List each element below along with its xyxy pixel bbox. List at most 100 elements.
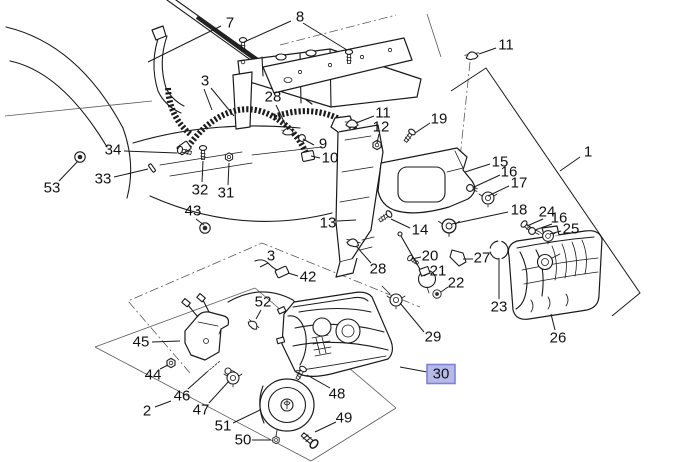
leader-line-43 <box>195 218 205 226</box>
part-label-32[interactable]: 32 <box>192 182 209 199</box>
part-label-23[interactable]: 23 <box>491 299 508 316</box>
leader-line-11 <box>478 47 497 55</box>
splash-shield <box>377 147 476 214</box>
leader-line-49 <box>314 421 337 433</box>
part-label-22[interactable]: 22 <box>448 275 465 292</box>
leader-line-3 <box>210 87 235 117</box>
part-label-46[interactable]: 46 <box>174 388 191 405</box>
leader-line-53 <box>58 160 79 182</box>
socket-18 <box>438 218 460 237</box>
part-label-21[interactable]: 21 <box>430 263 447 280</box>
leader-line-16 <box>534 223 553 231</box>
part-label-29[interactable]: 29 <box>425 329 442 346</box>
part-label-15[interactable]: 15 <box>492 154 509 171</box>
headlamp-assembly-30 <box>276 291 394 377</box>
part-label-3[interactable]: 3 <box>201 73 209 90</box>
part-label-10[interactable]: 10 <box>322 150 339 167</box>
nut-50 <box>272 435 280 445</box>
grommet-43 <box>199 222 211 234</box>
part-label-49[interactable]: 49 <box>336 410 353 427</box>
leader-line-19 <box>414 122 431 134</box>
part-label-3[interactable]: 3 <box>267 248 275 265</box>
part-label-2[interactable]: 2 <box>143 403 151 420</box>
leader-line-42 <box>287 272 299 277</box>
part-label-50[interactable]: 50 <box>235 432 252 449</box>
selected-part-highlight <box>426 363 456 385</box>
leader-line-8 <box>302 22 348 51</box>
part-label-25[interactable]: 25 <box>563 221 580 238</box>
part-label-48[interactable]: 48 <box>329 386 346 403</box>
pin-33 <box>147 162 157 174</box>
leader-line-44 <box>159 364 169 370</box>
fog-lamp-emblem <box>283 399 291 410</box>
part-label-8[interactable]: 8 <box>296 9 304 26</box>
spring-46 <box>206 360 221 373</box>
leader-line-13 <box>336 219 357 222</box>
leader-line-26 <box>550 313 556 331</box>
part-label-42[interactable]: 42 <box>300 269 317 286</box>
part-label-17[interactable]: 17 <box>511 175 528 192</box>
radiator-support <box>232 37 422 130</box>
part-label-28[interactable]: 28 <box>370 261 387 278</box>
part-label-24[interactable]: 24 <box>539 204 556 221</box>
leader-line-46 <box>187 371 208 390</box>
part-label-43[interactable]: 43 <box>185 203 202 220</box>
fog-lamp <box>259 378 315 437</box>
part-label-53[interactable]: 53 <box>44 180 61 197</box>
part-label-52[interactable]: 52 <box>255 294 272 311</box>
leader-line-3 <box>259 262 269 268</box>
leader-line-1 <box>450 67 641 317</box>
part-label-20[interactable]: 20 <box>422 248 439 265</box>
leader-line-18 <box>451 211 509 225</box>
leader-line-52 <box>255 309 262 320</box>
socket-29 <box>386 293 406 310</box>
part-label-34[interactable]: 34 <box>105 142 122 159</box>
part-label-28[interactable]: 28 <box>265 89 282 106</box>
bolt-49 <box>298 430 321 451</box>
leader-line-15 <box>464 163 491 173</box>
part-label-14[interactable]: 14 <box>412 222 429 239</box>
part-label-44[interactable]: 44 <box>145 367 162 384</box>
part-label-26[interactable]: 26 <box>550 330 567 347</box>
leader-line-34 <box>123 150 178 154</box>
leader-line-29 <box>399 302 425 333</box>
fog-lamp-bracket <box>181 292 230 361</box>
leader-line-10 <box>310 155 321 159</box>
leader-line-21 <box>423 272 430 277</box>
part-label-31[interactable]: 31 <box>218 185 235 202</box>
part-label-11[interactable]: 11 <box>498 37 514 54</box>
part-label-9[interactable]: 9 <box>319 136 327 153</box>
ring-terminal <box>298 134 306 142</box>
part-label-18[interactable]: 18 <box>511 202 528 219</box>
socket-17 <box>478 191 498 208</box>
part-label-51[interactable]: 51 <box>215 418 232 435</box>
part-label-30[interactable]: 30 <box>433 366 450 383</box>
grommet-22 <box>432 289 442 299</box>
leader-line-47 <box>208 380 230 404</box>
part-label-12[interactable]: 12 <box>373 119 390 136</box>
leader-line-22 <box>440 286 449 293</box>
leader-line-28 <box>275 104 289 131</box>
grommet-53 <box>74 151 86 163</box>
part-label-16[interactable]: 16 <box>501 164 518 181</box>
part-label-33[interactable]: 33 <box>95 171 112 188</box>
part-label-7[interactable]: 7 <box>226 15 234 32</box>
part-label-45[interactable]: 45 <box>133 334 150 351</box>
part-label-1[interactable]: 1 <box>584 144 592 161</box>
leader-line-45 <box>151 340 181 343</box>
leader-line-16 <box>473 174 501 188</box>
retaining-ring-23 <box>489 240 509 260</box>
clip-11a <box>463 50 481 61</box>
leader-line-51 <box>232 409 261 424</box>
part-label-16[interactable]: 16 <box>551 210 568 227</box>
leader-line-33 <box>113 168 149 178</box>
harness-connector <box>300 150 316 162</box>
part-label-47[interactable]: 47 <box>193 402 210 419</box>
part-label-11[interactable]: 11 <box>375 105 391 122</box>
part-label-27[interactable]: 27 <box>474 250 491 267</box>
leader-line-48 <box>306 374 331 389</box>
nut-44 <box>166 357 176 369</box>
part-label-13[interactable]: 13 <box>320 215 337 232</box>
part-label-19[interactable]: 19 <box>431 111 448 128</box>
mounting-bracket-panel <box>330 115 384 278</box>
